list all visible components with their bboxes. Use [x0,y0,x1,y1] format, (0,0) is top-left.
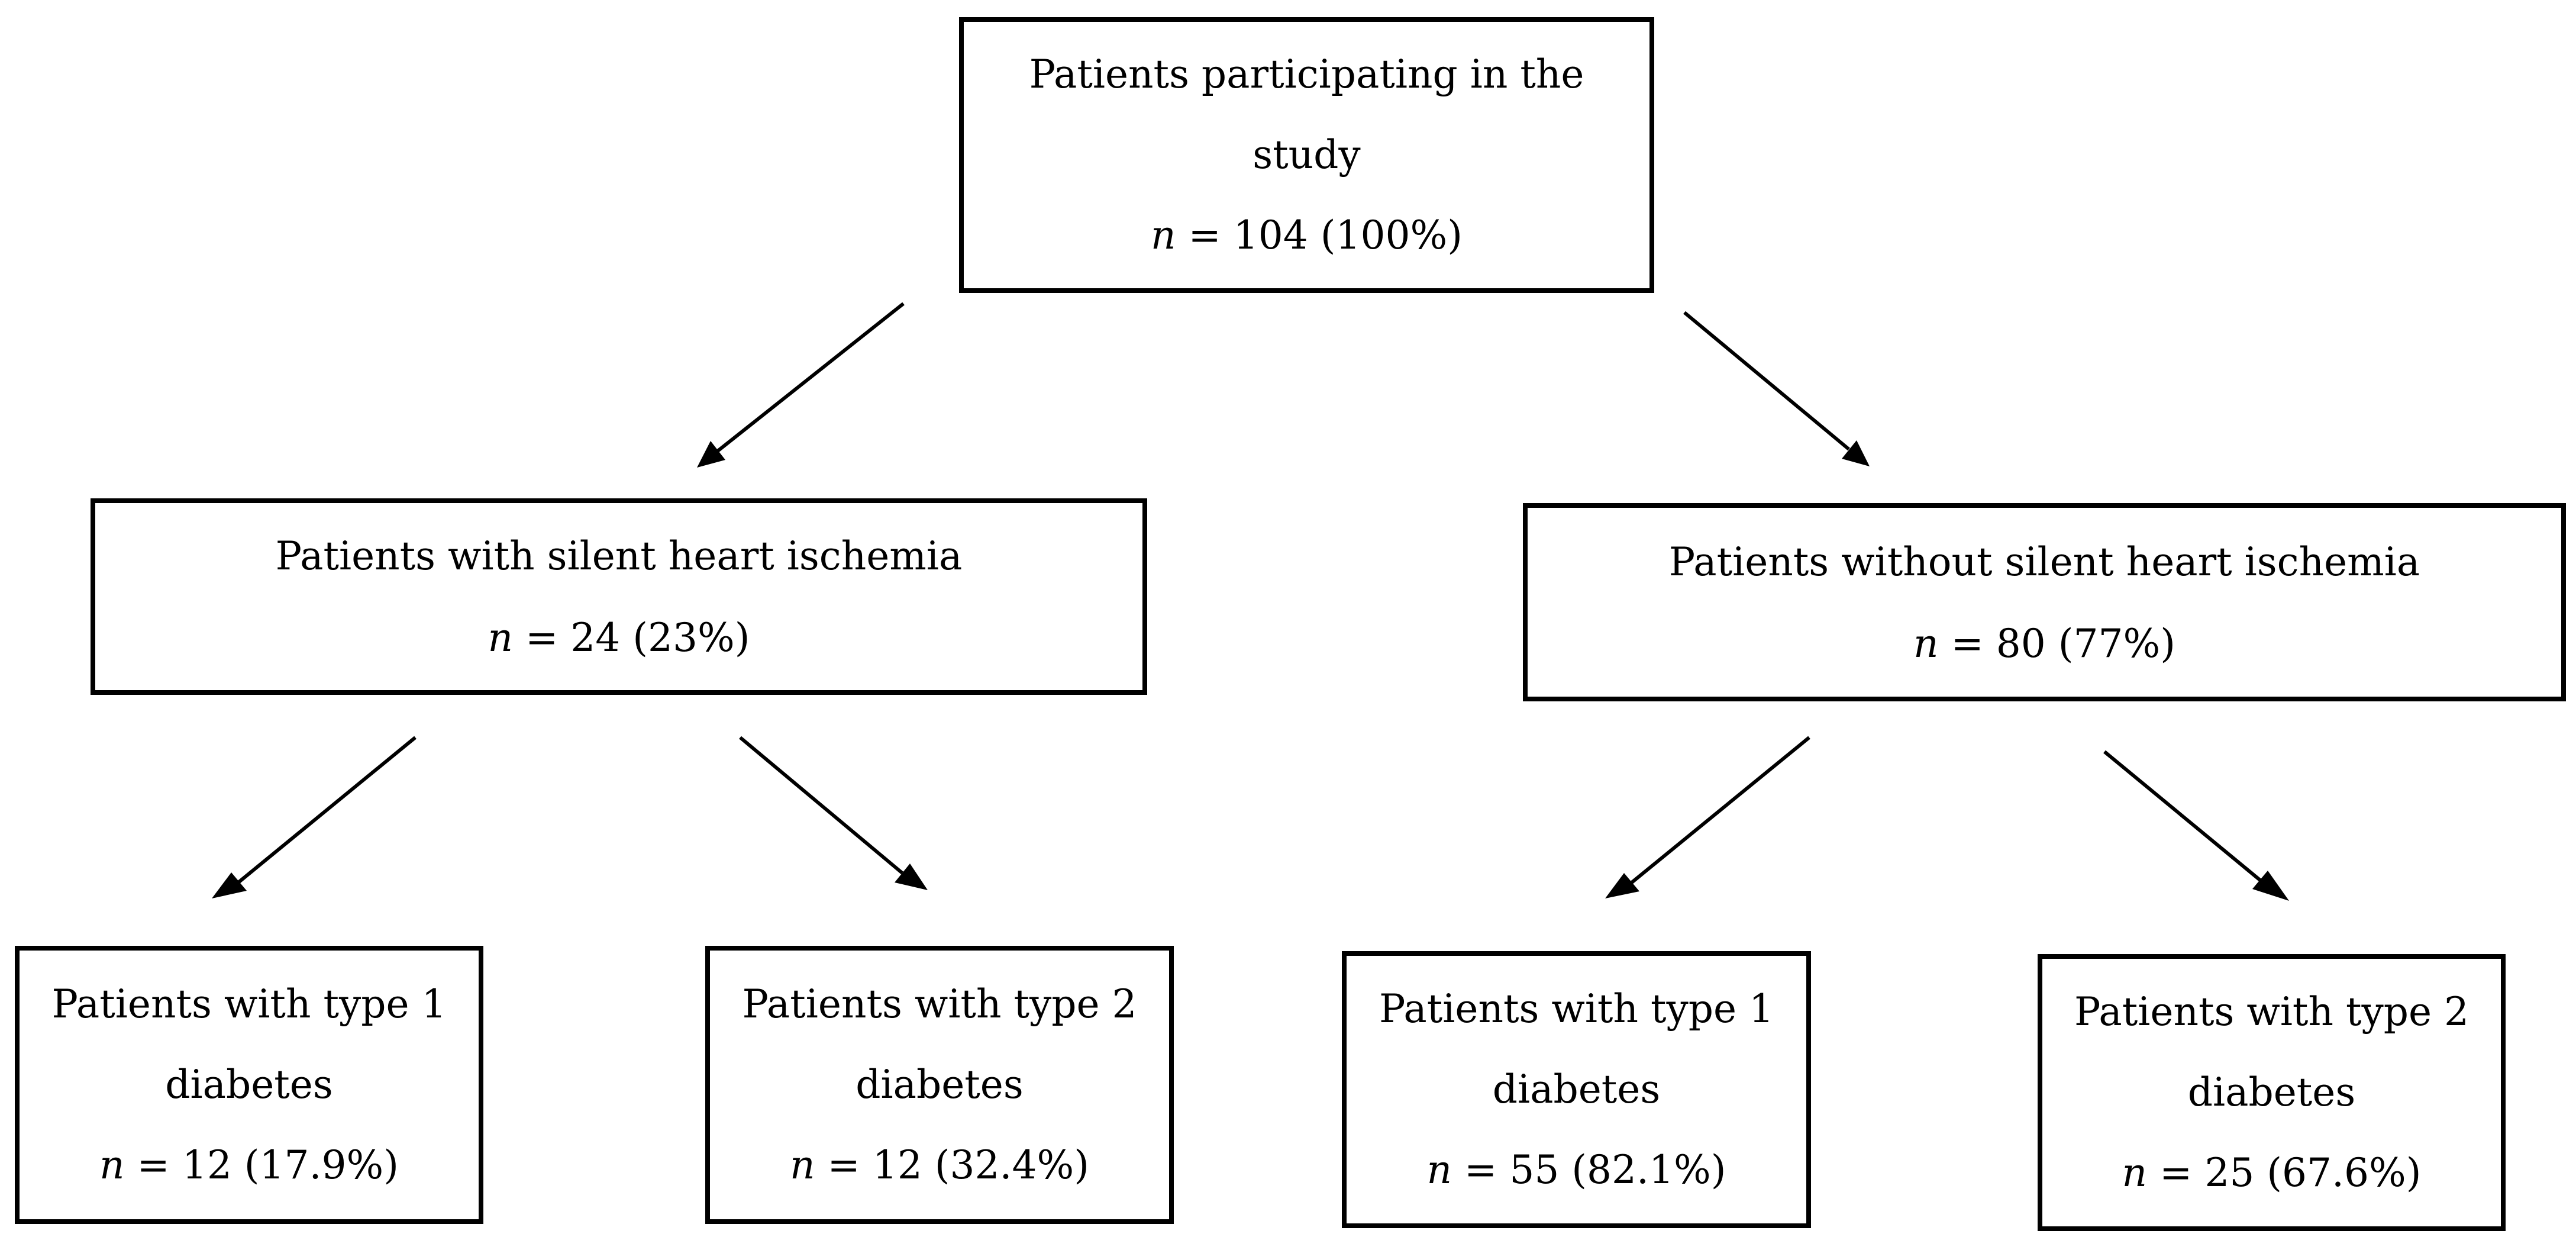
root-count: n = 104 (100%) [1151,195,1463,276]
with-ischemia-type1-box: Patients with type 1 diabetes n = 12 (17… [15,946,483,1224]
arrow-root-to-with-ischemia [716,302,905,453]
with-ischemia-type1-count: n = 12 (17.9%) [99,1125,399,1206]
without-ischemia-type1-count: n = 55 (82.1%) [1427,1130,1726,1210]
without-ischemia-type2-n-label: n [2122,1150,2148,1196]
with-ischemia-count: n = 24 (23%) [488,598,750,678]
without-ischemia-type2-count: n = 25 (67.6%) [2122,1133,2422,1213]
arrowhead-with-ischemia-to-type2 [895,864,928,890]
without-ischemia-title: Patients without silent heart ischemia [1668,539,2420,585]
arrow-without-ischemia-to-type2 [2103,750,2261,882]
with-ischemia-type2-box: Patients with type 2 diabetes n = 12 (32… [705,946,1174,1224]
without-ischemia-type1-box: Patients with type 1 diabetes n = 55 (82… [1342,951,1811,1228]
with-ischemia-count-value: = 24 (23%) [513,615,750,661]
without-ischemia-count-value: = 80 (77%) [1938,620,2175,666]
with-ischemia-type1-n-label: n [99,1142,125,1188]
with-ischemia-type1-count-value: = 12 (17.9%) [124,1142,399,1188]
with-ischemia-type2-title: Patients with type 2 diabetes [742,981,1137,1107]
without-ischemia-type2-count-value: = 25 (67.6%) [2147,1150,2422,1196]
without-ischemia-type2-title: Patients with type 2 diabetes [2074,989,2470,1115]
with-ischemia-type1-title: Patients with type 1 diabetes [51,981,447,1107]
without-ischemia-type1-count-value: = 55 (82.1%) [1452,1147,1726,1193]
without-ischemia-type1-n-label: n [1426,1147,1452,1193]
arrow-with-ischemia-to-type1 [238,736,417,884]
with-ischemia-type2-count: n = 12 (32.4%) [790,1125,1089,1206]
without-ischemia-type2-box: Patients with type 2 diabetes n = 25 (67… [2038,954,2506,1231]
with-ischemia-type2-n-label: n [790,1142,815,1188]
with-ischemia-n-label: n [488,615,514,661]
arrowhead-root-to-with-ischemia [697,441,725,468]
arrow-with-ischemia-to-type2 [739,736,903,875]
with-ischemia-type2-count-value: = 12 (32.4%) [815,1142,1089,1188]
without-ischemia-box: Patients without silent heart ischemia n… [1523,503,2566,701]
root-title: Patients participating in the study [1029,51,1584,178]
arrow-root-to-without-ischemia [1683,311,1850,451]
arrowhead-root-to-without-ischemia [1842,440,1870,466]
without-ischemia-n-label: n [1913,620,1939,666]
arrow-without-ischemia-to-type1 [1631,736,1810,884]
arrowhead-without-ischemia-to-type1 [1605,873,1639,898]
arrowhead-with-ischemia-to-type1 [212,872,247,898]
arrowhead-without-ischemia-to-type2 [2252,871,2289,901]
with-ischemia-title: Patients with silent heart ischemia [275,533,963,579]
root-count-value: = 104 (100%) [1176,212,1463,258]
with-ischemia-box: Patients with silent heart ischemia n = … [91,498,1147,695]
root-n-label: n [1151,212,1176,258]
without-ischemia-type1-title: Patients with type 1 diabetes [1379,986,1774,1112]
without-ischemia-count: n = 80 (77%) [1913,604,2175,684]
root-patients-box: Patients participating in the study n = … [959,17,1654,293]
